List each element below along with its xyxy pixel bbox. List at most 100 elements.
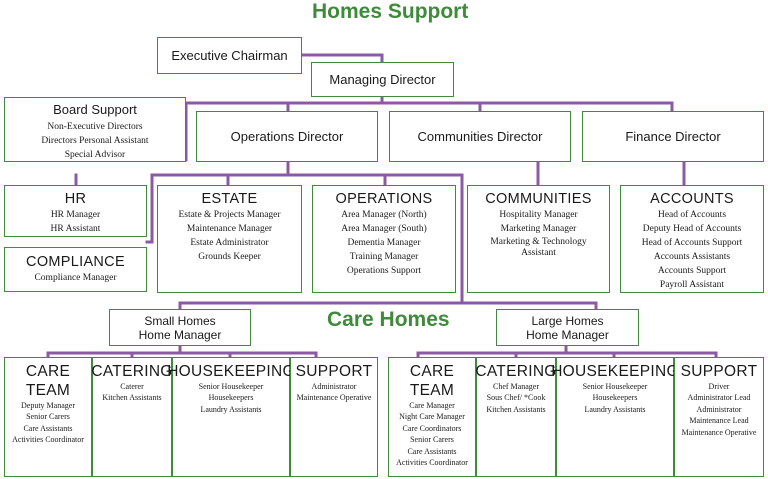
compliance-title: COMPLIANCE	[26, 254, 125, 270]
small-care-team-box: CARE TEAM Deputy Manager Senior Carers C…	[4, 357, 92, 477]
large-housekeeping-title: HOUSEKEEPING	[551, 363, 679, 380]
operations-box: OPERATIONS Area Manager (North) Area Man…	[312, 185, 456, 293]
list-item: Area Manager (North)	[341, 210, 427, 220]
care-homes-title: Care Homes	[327, 308, 450, 331]
small-catering-list: Caterer Kitchen Assistants	[102, 381, 161, 404]
operations-title: OPERATIONS	[335, 191, 433, 207]
list-item: Caterer	[120, 382, 144, 391]
large-homes-label: Large Homes	[531, 313, 604, 328]
small-support-box: SUPPORT Administrator Maintenance Operat…	[290, 357, 378, 477]
communities-director-box: Communities Director	[389, 111, 571, 162]
list-item: Housekeepers	[592, 393, 638, 403]
small-care-team-title: CARE TEAM	[25, 363, 71, 399]
large-support-list: Driver Administrator Lead Administrator …	[682, 381, 757, 438]
accounts-list: Head of Accounts Deputy Head of Accounts…	[642, 208, 743, 292]
homes-support-title: Homes Support	[312, 0, 469, 23]
large-care-team-list: Care Manager Night Care Manager Care Coo…	[396, 400, 468, 468]
list-item: Senior Housekeeper	[198, 382, 264, 391]
hr-box: HR HR Manager HR Assistant	[4, 185, 147, 237]
finance-director-box: Finance Director	[582, 111, 764, 162]
list-item: Senior Housekeeper	[582, 382, 648, 391]
list-item: Operations Support	[346, 266, 422, 276]
list-item: Night Care Manager	[399, 412, 465, 422]
board-support-box: Board Support Non-Executive Directors Di…	[4, 97, 186, 162]
executive-chairman-box: Executive Chairman	[157, 37, 302, 74]
managing-director-label: Managing Director	[329, 71, 436, 87]
list-item: Laundry Assistants	[200, 404, 262, 414]
small-housekeeping-title: HOUSEKEEPING	[167, 363, 295, 380]
list-item: Activities Coordinator	[396, 458, 468, 468]
small-homes-label: Small Homes	[144, 313, 216, 328]
list-item: Administrator Lead	[687, 393, 751, 403]
large-homes-manager-box: Large Homes Home Manager	[496, 309, 639, 346]
large-homes-manager-label: Home Manager	[526, 327, 609, 342]
list-item: Administrator	[696, 404, 742, 414]
list-item: Marketing & Technology Assistant	[490, 237, 587, 258]
list-item: Housekeepers	[208, 393, 254, 403]
hr-list: HR Manager HR Assistant	[51, 208, 101, 236]
list-item: Accounts Assistants	[653, 252, 731, 262]
large-support-box: SUPPORT Driver Administrator Lead Admini…	[674, 357, 764, 477]
list-item: Care Coordinators	[402, 423, 462, 433]
estate-title: ESTATE	[201, 191, 258, 207]
finance-director-label: Finance Director	[625, 128, 721, 144]
list-item: Head of Accounts Support	[641, 238, 743, 248]
large-housekeeping-list: Senior Housekeeper Housekeepers Laundry …	[583, 381, 648, 415]
hr-title: HR	[64, 191, 87, 207]
large-care-team-box: CARE TEAM Care Manager Night Care Manage…	[388, 357, 476, 477]
list-item: Area Manager (South)	[341, 224, 427, 234]
compliance-box: COMPLIANCE Compliance Manager	[4, 247, 147, 292]
list-item: Activities Coordinator	[12, 435, 84, 445]
estate-box: ESTATE Estate & Projects Manager Mainten…	[157, 185, 302, 293]
list-item: Care Assistants	[23, 423, 73, 433]
list-item: Training Manager	[349, 252, 419, 262]
list-item: HR Manager	[50, 210, 101, 220]
operations-list: Area Manager (North) Area Manager (South…	[341, 208, 426, 278]
executive-chairman-label: Executive Chairman	[171, 47, 288, 63]
list-item: Senior Carers	[26, 412, 70, 422]
list-item: Special Advisor	[64, 150, 126, 160]
small-housekeeping-list: Senior Housekeeper Housekeepers Laundry …	[199, 381, 264, 415]
communities-director-label: Communities Director	[417, 128, 543, 144]
list-item: Senior Carers	[410, 435, 454, 445]
board-support-list: Non-Executive Directors Directors Person…	[41, 120, 148, 162]
list-item: Dementia Manager	[347, 238, 421, 248]
list-item: Non-Executive Directors	[47, 122, 143, 132]
small-support-title: SUPPORT	[295, 363, 373, 380]
list-item: Driver	[708, 382, 730, 391]
large-catering-box: CATERING Chef Manager Sous Chef/ *Cook K…	[475, 357, 556, 477]
operations-director-box: Operations Director	[196, 111, 378, 162]
list-item: Maintenance Manager	[186, 224, 273, 234]
list-item: Estate & Projects Manager	[178, 210, 281, 220]
accounts-title: ACCOUNTS	[650, 191, 734, 207]
small-homes-manager-label: Home Manager	[138, 327, 222, 342]
list-item: Marketing Manager	[500, 224, 577, 234]
estate-list: Estate & Projects Manager Maintenance Ma…	[178, 208, 280, 264]
board-support-title: Board Support	[53, 102, 137, 117]
list-item: Compliance Manager	[34, 273, 117, 283]
list-item: Directors Personal Assistant	[41, 136, 149, 146]
list-item: Deputy Manager	[21, 401, 75, 410]
communities-title: COMMUNITIES	[485, 191, 592, 207]
list-item: Maintenance Lead	[689, 416, 749, 426]
list-item: Grounds Keeper	[198, 252, 261, 262]
communities-list: Hospitality Manager Marketing Manager Ma…	[476, 208, 601, 259]
small-catering-title: CATERING	[91, 363, 173, 380]
list-item: Hospitality Manager	[499, 210, 578, 220]
small-care-team-list: Deputy Manager Senior Carers Care Assist…	[12, 400, 84, 446]
large-care-team-title: CARE TEAM	[409, 363, 455, 399]
list-item: Maintenance Operative	[296, 393, 372, 403]
small-catering-box: CATERING Caterer Kitchen Assistants	[91, 357, 173, 477]
list-item: Maintenance Operative	[681, 427, 757, 437]
large-catering-list: Chef Manager Sous Chef/ *Cook Kitchen As…	[486, 381, 545, 415]
list-item: HR Assistant	[50, 224, 101, 234]
communities-box: COMMUNITIES Hospitality Manager Marketin…	[467, 185, 610, 293]
list-item: Chef Manager	[493, 382, 539, 391]
small-housekeeping-box: HOUSEKEEPING Senior Housekeeper Housekee…	[167, 357, 295, 477]
list-item: Administrator	[311, 382, 357, 391]
compliance-list: Compliance Manager	[34, 271, 116, 285]
large-support-title: SUPPORT	[680, 363, 758, 380]
list-item: Care Manager	[409, 401, 455, 410]
list-item: Kitchen Assistants	[102, 393, 162, 403]
